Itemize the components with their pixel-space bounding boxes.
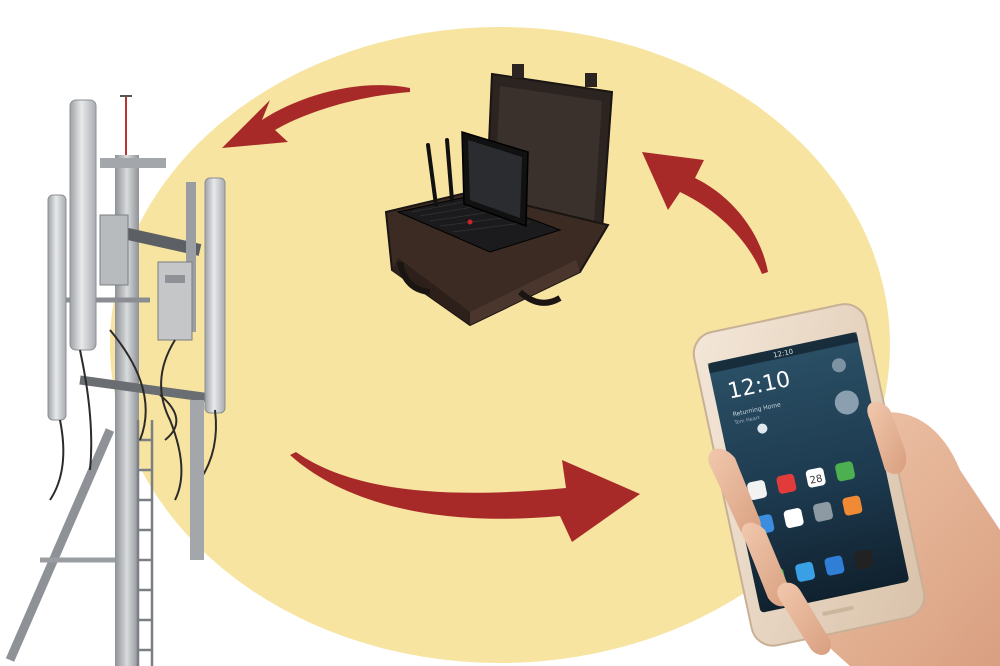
camera-icon[interactable] [853, 549, 874, 570]
app-icon[interactable] [794, 561, 816, 582]
arrow-case-to-tower [222, 85, 410, 148]
app-icon[interactable] [776, 473, 797, 494]
app-icon[interactable] [834, 461, 856, 482]
arrow-phone-to-case [642, 152, 768, 274]
app-icon[interactable] [783, 507, 804, 528]
arrow-tower-to-phone [290, 452, 640, 542]
flow-arrows [222, 85, 768, 542]
calendar-day: 28 [809, 473, 824, 486]
settings-icon[interactable] [812, 501, 833, 522]
widget-line2: Tom Heart [733, 415, 760, 426]
app-icon[interactable] [746, 479, 767, 500]
rugged-case-laptop-icon [384, 64, 614, 327]
app-icon[interactable] [824, 555, 845, 576]
app-icon[interactable] [842, 495, 863, 516]
calendar-icon[interactable] [805, 467, 826, 488]
cell-tower-icon [5, 95, 226, 666]
smartphone-in-hand-icon: 12:10 12:10 Returning Home Tom Heart 28 [692, 303, 1000, 666]
